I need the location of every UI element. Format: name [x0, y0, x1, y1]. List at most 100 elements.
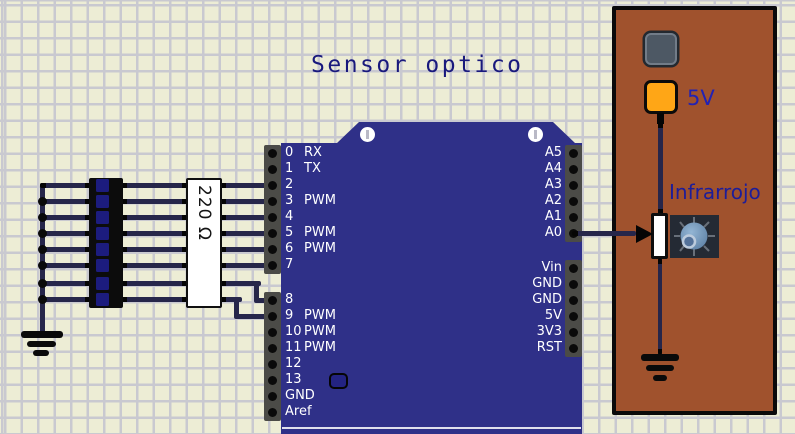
- wire-segment: [254, 281, 259, 302]
- pin-hole[interactable]: [268, 407, 277, 417]
- pin-hole[interactable]: [268, 244, 277, 254]
- pin-label-left: 12: [285, 356, 302, 371]
- page-title: Sensor optico: [311, 52, 524, 78]
- wire-segment: [121, 183, 188, 188]
- wire-junction-dot: [38, 228, 47, 238]
- pin-hole[interactable]: [268, 228, 277, 238]
- pin-hole[interactable]: [268, 260, 277, 270]
- pin-label-right: A1: [544, 209, 562, 224]
- pin-hole[interactable]: [569, 180, 578, 190]
- pin-label-left: 8: [285, 292, 294, 307]
- wire-junction-dot: [38, 244, 47, 254]
- pin-hole[interactable]: [569, 311, 578, 321]
- led-window: [96, 210, 109, 224]
- wire-segment: [121, 231, 188, 236]
- arrow-icon: [636, 225, 653, 243]
- wire-segment: [40, 297, 91, 302]
- signal-wire-a0: [572, 231, 636, 236]
- wire-segment: [121, 281, 188, 286]
- pin-hole[interactable]: [268, 180, 277, 190]
- wire-segment: [121, 297, 188, 302]
- pin-hole[interactable]: [569, 164, 578, 174]
- pin-hole[interactable]: [569, 343, 578, 353]
- pin-label-left: 4: [285, 209, 294, 224]
- sensor-label: Infrarrojo: [669, 180, 761, 204]
- pin-hole[interactable]: [569, 327, 578, 337]
- infrared-lens-icon: [674, 217, 715, 256]
- wire-segment: [220, 183, 274, 188]
- board-bottom-edge: [282, 427, 581, 429]
- resistor-value-label: 220 Ω: [194, 185, 214, 241]
- wire-segment: [40, 247, 91, 252]
- pin-hole[interactable]: [569, 295, 578, 305]
- mounting-hole-icon: [360, 127, 375, 142]
- wire-segment: [40, 231, 91, 236]
- pin-hole[interactable]: [268, 343, 277, 353]
- pin-hole[interactable]: [569, 148, 578, 158]
- pin-label-left: 13: [285, 372, 302, 387]
- led-window: [96, 226, 109, 240]
- pin-hole[interactable]: [569, 212, 578, 222]
- pin-header-left-top[interactable]: [264, 145, 281, 274]
- wire-segment: [121, 215, 188, 220]
- sensor-element[interactable]: [651, 213, 668, 259]
- led-window: [96, 178, 109, 192]
- wire-segment: [220, 231, 274, 236]
- sensor-panel[interactable]: [612, 6, 777, 415]
- wire-segment: [121, 263, 188, 268]
- wire-segment: [40, 281, 91, 286]
- supply-5v-block[interactable]: [644, 80, 678, 114]
- pin-hole[interactable]: [268, 295, 277, 305]
- wire-junction-dot: [38, 212, 47, 222]
- wire-junction-dot: [38, 260, 47, 270]
- wire-segment: [121, 199, 188, 204]
- pin-header-left-bottom[interactable]: [264, 292, 281, 421]
- pin-label-right: 5V: [544, 308, 562, 323]
- led-window: [96, 292, 109, 306]
- pin-hole[interactable]: [268, 164, 277, 174]
- led-indicator-pin13: [329, 373, 348, 389]
- supply-wire: [658, 122, 663, 215]
- infrared-sensor[interactable]: [670, 215, 719, 258]
- pin-label-left: Aref: [285, 404, 312, 419]
- wire-junction-dot: [38, 278, 47, 288]
- wire-segment: [40, 183, 91, 188]
- pin-hole[interactable]: [569, 279, 578, 289]
- pin-label-right: Vin: [541, 260, 562, 275]
- pin-hole[interactable]: [268, 375, 277, 385]
- pin-label-left: GND: [285, 388, 315, 403]
- push-button[interactable]: [645, 33, 677, 65]
- pin-header-right-top[interactable]: [565, 145, 582, 242]
- pin-label-right: 3V3: [536, 324, 562, 339]
- pin-label-right: A5: [544, 145, 562, 160]
- wire-segment: [40, 215, 91, 220]
- pin-hole[interactable]: [569, 196, 578, 206]
- led-array[interactable]: [89, 178, 123, 308]
- wire-junction-dot: [38, 196, 47, 206]
- pin-hole[interactable]: [268, 327, 277, 337]
- resistor-network[interactable]: 220 Ω: [186, 178, 222, 308]
- pin-hole[interactable]: [268, 311, 277, 321]
- pin-hole[interactable]: [268, 148, 277, 158]
- pin-hole[interactable]: [268, 212, 277, 222]
- pin-header-right-bottom[interactable]: [565, 260, 582, 357]
- mounting-hole-icon: [528, 127, 543, 142]
- sensor-ground-wire: [657, 258, 662, 355]
- wire-segment: [40, 263, 91, 268]
- pin-hole[interactable]: [569, 263, 578, 273]
- led-window: [96, 242, 109, 256]
- pin-hole[interactable]: [268, 196, 277, 206]
- pin-hole[interactable]: [268, 391, 277, 401]
- pin-label-right: A2: [544, 193, 562, 208]
- pin-label-right: A4: [544, 161, 562, 176]
- pin-label-right: A3: [544, 177, 562, 192]
- ground-bus-wire: [40, 183, 45, 336]
- pin-hole[interactable]: [268, 359, 277, 369]
- pin-label-left: 2: [285, 177, 294, 192]
